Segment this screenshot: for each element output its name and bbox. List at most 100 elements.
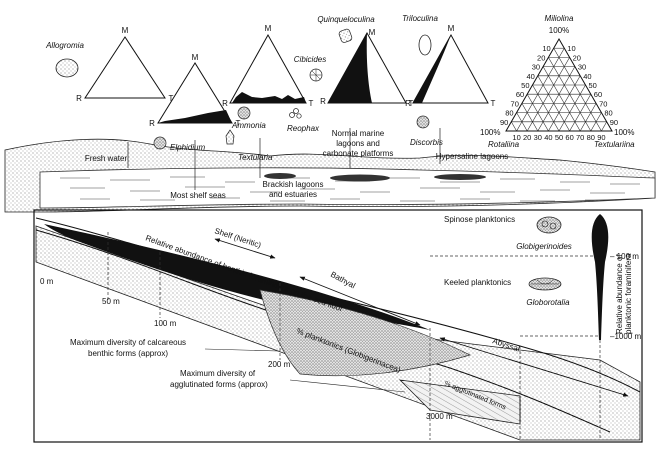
label-ammonia: Ammonia xyxy=(231,121,266,130)
ternary-left-pct: 100% xyxy=(480,128,500,137)
label-discorbis: Discorbis xyxy=(410,138,443,147)
vertex-t: T xyxy=(491,99,496,108)
right-depth-1000m: –1000 m xyxy=(610,332,641,341)
ternary-tick-label: 20 xyxy=(573,53,581,62)
vertex-m: M xyxy=(448,24,455,33)
vertex-r: R xyxy=(76,94,82,103)
quinqueloculina-icon xyxy=(338,28,353,43)
ternary-grid-line xyxy=(516,48,565,132)
triangle-fill xyxy=(413,35,451,103)
label-max-aggl-line1: Maximum diversity of xyxy=(180,369,256,378)
ternary-grid-line xyxy=(542,66,581,132)
ternary-tick-label: 50 xyxy=(521,81,529,90)
ternary-tick-label: 30 xyxy=(534,133,542,142)
section-frame xyxy=(33,209,643,443)
env-hypersaline: Hypersaline lagoons xyxy=(436,152,509,161)
ternary-grid-line xyxy=(558,84,586,132)
ternary-grid-line xyxy=(601,121,607,132)
depth-0m: 0 m xyxy=(40,277,54,286)
label-reophax: Reophax xyxy=(287,124,320,133)
triangle-fill xyxy=(232,92,306,103)
vertex-r: R xyxy=(149,119,155,128)
depth-3000m: 3000 m xyxy=(426,412,453,421)
triangle-fill xyxy=(158,110,232,123)
ternary-right-pct: 100% xyxy=(614,128,634,137)
env-normal-marine-line2: lagoons and xyxy=(336,139,380,148)
vertex-r: R xyxy=(320,97,326,106)
ternary-grid-line xyxy=(526,57,570,132)
ternary-tick-label: 20 xyxy=(537,53,545,62)
label-keeled-planktonics: Keeled planktonics xyxy=(444,278,511,287)
ternary-tick-label: 10 xyxy=(567,44,575,53)
globigerinoides-icon xyxy=(536,216,562,234)
discorbis-icon xyxy=(416,115,430,129)
ternary-grid-line xyxy=(537,66,576,132)
vertex-m: M xyxy=(192,53,199,62)
depth-50m: 50 m xyxy=(102,297,120,306)
water-ripples xyxy=(60,176,640,202)
label-allogromia: Allogromia xyxy=(45,41,84,50)
environment-pointers xyxy=(127,128,441,190)
vertex-m: M xyxy=(369,28,376,37)
vertex-t: T xyxy=(309,99,314,108)
marine-lagoon-patch xyxy=(330,174,390,182)
triangle-fresh-water: M R T xyxy=(76,26,173,103)
ternary-key: Miliolina 100% 100% Rotaliina 100% Textu… xyxy=(480,14,635,149)
label-textularia: Textularia xyxy=(238,153,273,162)
vertex-m: M xyxy=(265,24,272,33)
triangle-brackish: M R T xyxy=(222,24,313,108)
label-max-calc-line2: benthic forms (approx) xyxy=(88,349,168,358)
env-normal-marine-line1: Normal marine xyxy=(332,129,385,138)
ternary-tick-label: 60 xyxy=(594,90,602,99)
label-rel-plankt-line2: planktonic foraminifera xyxy=(624,253,633,334)
coastline-landscape xyxy=(4,138,656,213)
hypersaline-lagoon-patch xyxy=(434,174,486,180)
ternary-tick-label: 40 xyxy=(526,72,534,81)
ternary-right-name: Textulariina xyxy=(594,140,635,149)
ternary-grid xyxy=(511,47,607,132)
ternary-top-name: Miliolina xyxy=(545,14,574,23)
ternary-tick-label: 30 xyxy=(578,63,586,72)
label-rel-plankt-line1: Relative abundance of xyxy=(615,254,624,334)
pointer-max-aggl xyxy=(289,379,406,393)
ternary-tick-label: 60 xyxy=(516,90,524,99)
shelf-arrow xyxy=(214,238,276,259)
env-most-shelf-seas: Most shelf seas xyxy=(170,191,226,200)
ternary-tick-label: 40 xyxy=(583,72,591,81)
label-triloculina: Triloculina xyxy=(402,14,438,23)
label-elphidium: Elphidium xyxy=(170,143,205,152)
ternary-outline xyxy=(505,37,613,132)
ternary-tick-label: 90 xyxy=(500,118,508,127)
right-depth-100m: – 100 m xyxy=(610,252,639,261)
ternary-grid-line xyxy=(511,121,517,132)
label-max-aggl-line2: agglutinated forms (approx) xyxy=(170,380,268,389)
pointer-max-calc xyxy=(204,348,279,352)
ternary-tick-label: 40 xyxy=(544,133,552,142)
ternary-grid-line xyxy=(553,48,602,132)
ternary-tick-label: 30 xyxy=(532,63,540,72)
depth-200m: 200 m xyxy=(268,360,291,369)
ternary-grid-line xyxy=(521,103,539,132)
triangle-fill xyxy=(328,33,372,103)
ternary-tick-label: 80 xyxy=(587,133,595,142)
vertex-t: T xyxy=(169,94,174,103)
label-cibicides: Cibicides xyxy=(294,55,326,64)
label-bathyal: Bathyal xyxy=(329,270,357,291)
env-brackish-line1: Brackish lagoons xyxy=(263,180,324,189)
vertex-r: R xyxy=(405,99,411,108)
ternary-tick-label: 50 xyxy=(555,133,563,142)
globorotalia-icon xyxy=(528,277,562,291)
triangle-outline xyxy=(84,36,166,99)
bathyal-arrow xyxy=(299,276,421,326)
label-globorotalia: Globorotalia xyxy=(526,298,570,307)
depth-100m: 100 m xyxy=(154,319,177,328)
ternary-top-pct: 100% xyxy=(549,26,569,35)
ternary-tick-label: 10 xyxy=(542,44,550,53)
label-quinqueloculina: Quinqueloculina xyxy=(317,15,375,24)
reophax-icon xyxy=(289,108,302,119)
ternary-grid-line xyxy=(579,103,597,132)
